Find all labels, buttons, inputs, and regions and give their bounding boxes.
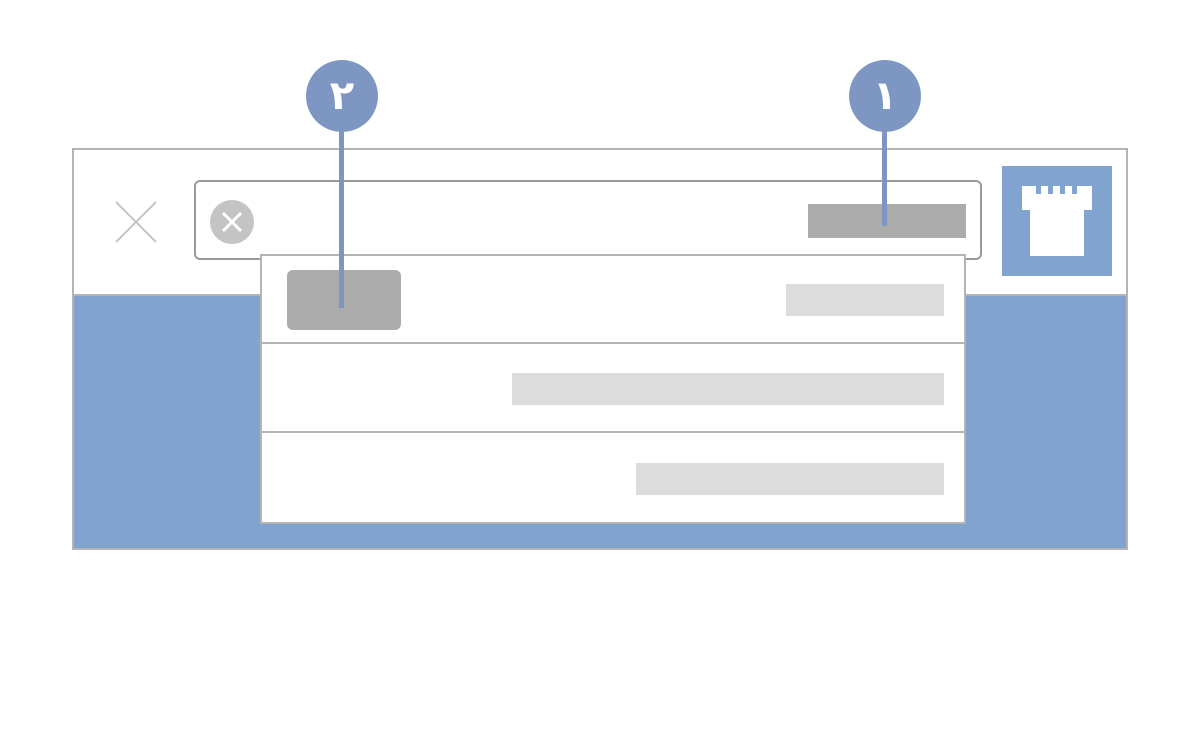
suggestion-item[interactable] (262, 256, 964, 344)
suggestion-item[interactable] (262, 345, 964, 433)
suggestion-dropdown (260, 254, 966, 524)
suggestion-text-placeholder (512, 373, 944, 405)
callout-2-marker: ٢ (306, 60, 378, 132)
url-text-placeholder (808, 204, 966, 238)
callout-1-line (882, 128, 887, 226)
url-bar[interactable] (194, 180, 982, 260)
callout-2-line (339, 128, 344, 308)
suggestion-item[interactable] (262, 435, 964, 523)
suggestion-text-placeholder (636, 463, 944, 495)
suggestion-text-placeholder (786, 284, 944, 316)
tab-icon (1022, 186, 1092, 256)
suggestion-action-button[interactable] (287, 270, 401, 330)
browser-window (72, 148, 1128, 550)
clear-circle-icon[interactable] (209, 199, 255, 245)
callout-1-marker: ١ (849, 60, 921, 132)
close-icon[interactable] (112, 198, 160, 246)
tabs-button[interactable] (1002, 166, 1112, 276)
